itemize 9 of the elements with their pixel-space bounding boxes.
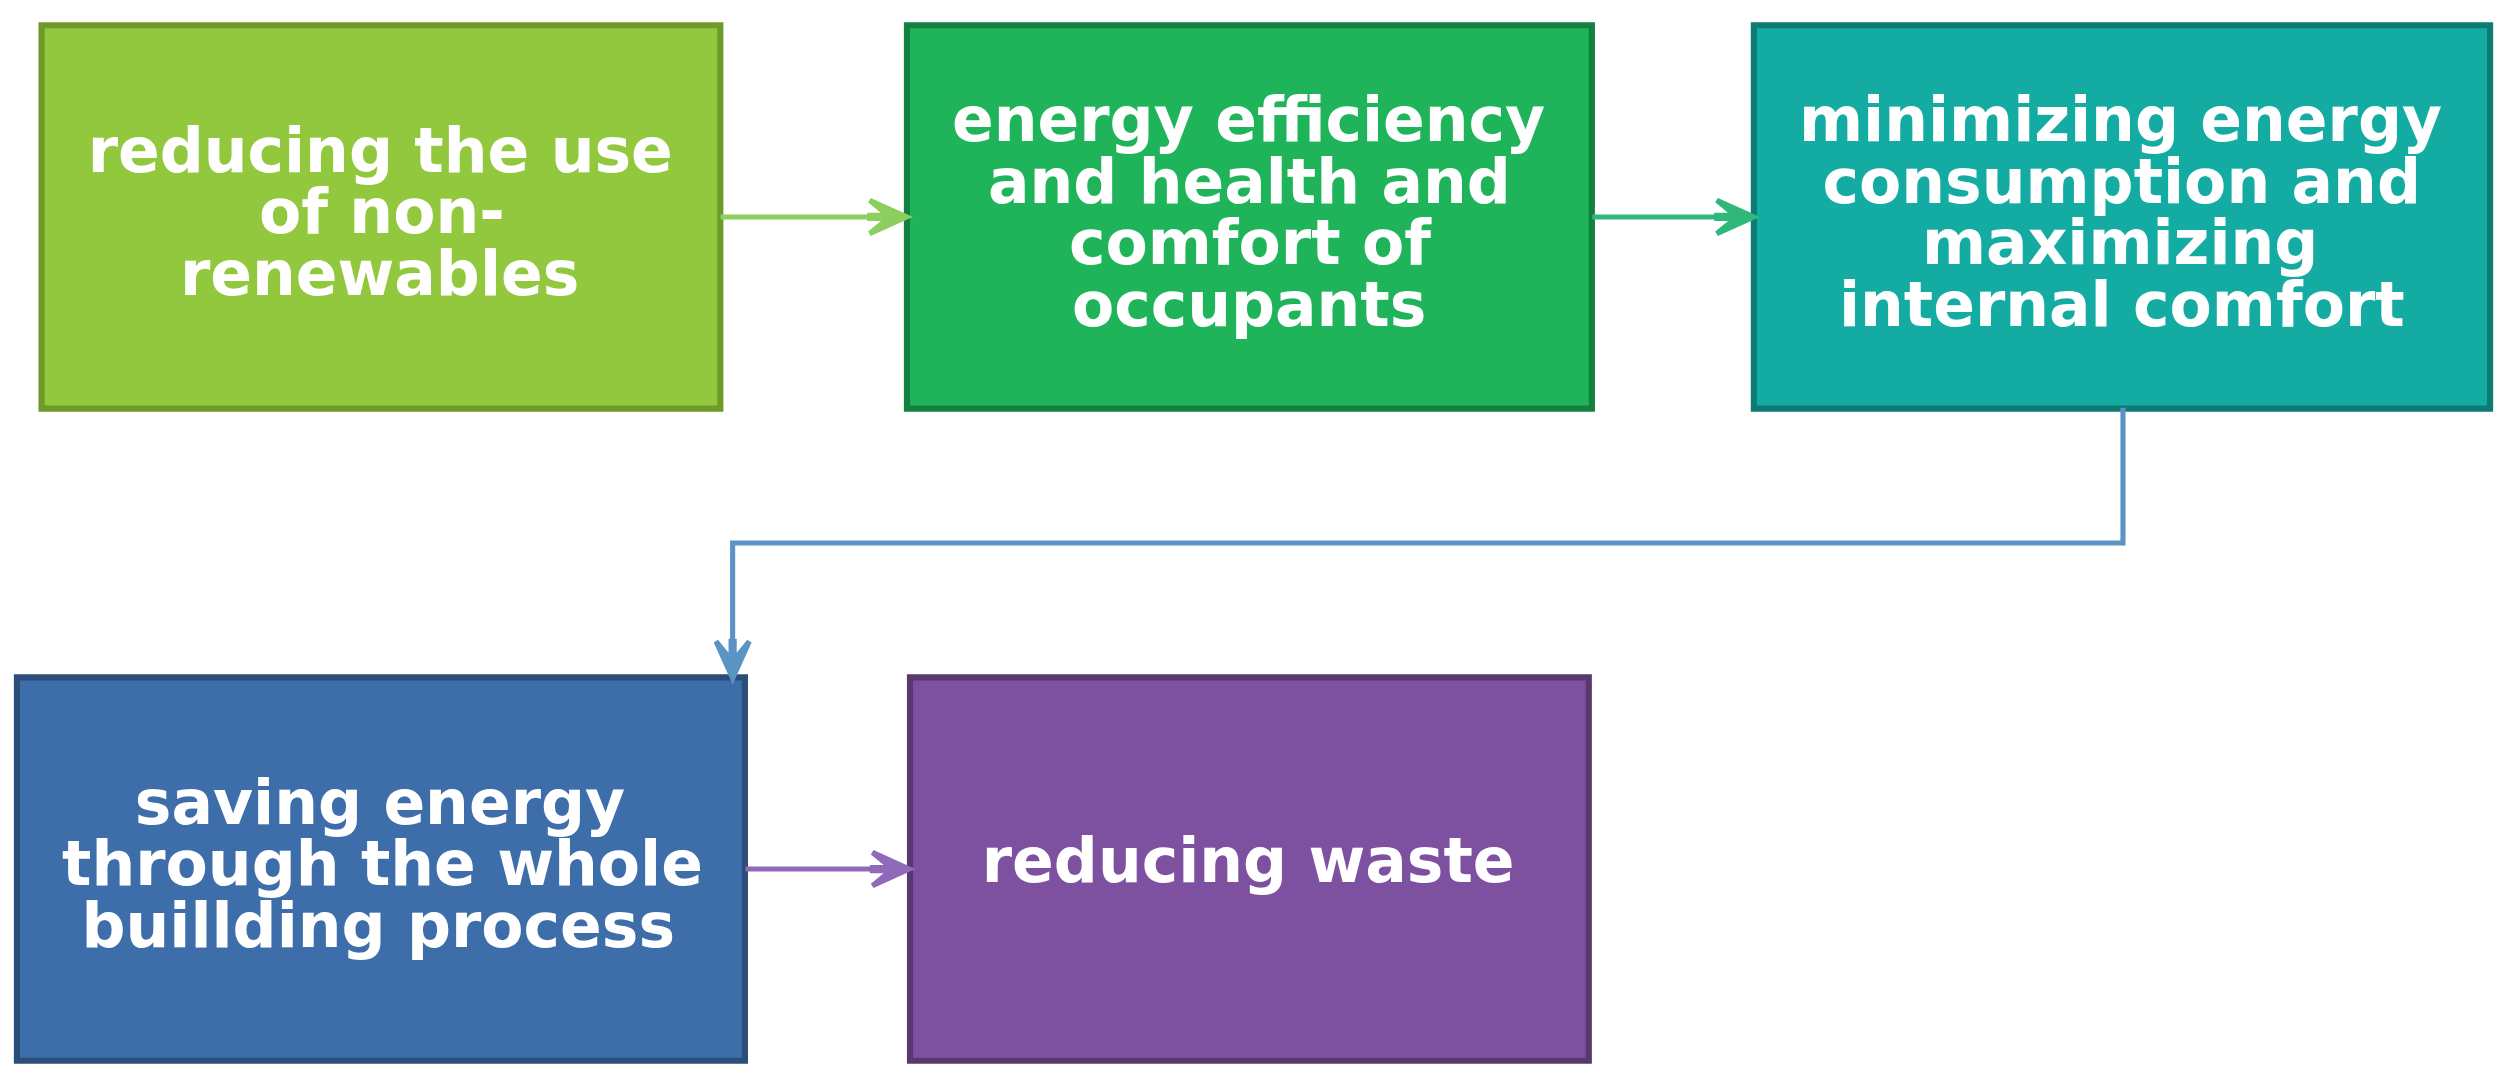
node-box: reducing the use of non-renewables xyxy=(38,22,724,412)
node-box: energy efficiency and health and comfort of occupants xyxy=(903,22,1595,412)
arrow xyxy=(745,849,912,889)
node-box: minimizing energy consumption and maximizing internal comfort xyxy=(1750,22,2494,412)
arrow xyxy=(720,197,910,237)
node-box: reducing waste xyxy=(906,674,1592,1064)
node-box: saving energy through the whole buillding process xyxy=(13,674,748,1064)
arrow xyxy=(1592,197,1757,237)
arrow xyxy=(713,407,2126,681)
